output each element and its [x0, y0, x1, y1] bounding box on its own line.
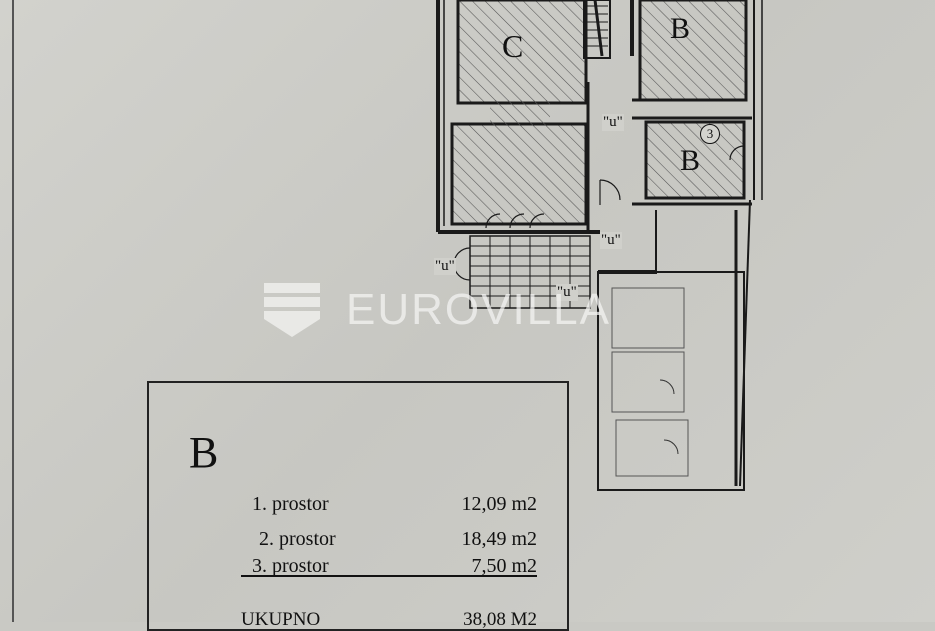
- room-c-label: C: [502, 28, 524, 64]
- room-c-upper: [456, 0, 588, 105]
- stairs-top: [583, 0, 611, 59]
- passage-label: "u": [600, 232, 622, 249]
- room-c-lower: [450, 122, 588, 226]
- legend-row-value: 7,50 m2: [471, 555, 537, 577]
- legend-total-label: UKUPNO: [241, 609, 321, 630]
- legend-row-label: 2. prostor: [259, 528, 336, 550]
- legend-total-value: 38,08 M2: [463, 609, 537, 630]
- room-c-link: [490, 100, 550, 126]
- room-number-badge: 3: [700, 124, 720, 144]
- room-b-right: [644, 120, 746, 200]
- room-b-right-label: B: [680, 144, 701, 177]
- legend-row-label: 3. prostor: [252, 555, 329, 577]
- legend-row-label: 1. prostor: [252, 493, 329, 515]
- legend-row-value: 12,09 m2: [461, 493, 537, 515]
- area-legend: B 1. prostor 12,09 m2 2. prostor 18,49 m…: [147, 381, 569, 631]
- watermark-text: EUROVILLA: [346, 285, 611, 334]
- eurovilla-logo-icon: [264, 283, 320, 337]
- sheet-margin-line: [12, 0, 14, 622]
- legend-row-value: 18,49 m2: [461, 528, 537, 550]
- room-b-top-label: B: [670, 12, 691, 45]
- room-b-top: [638, 0, 748, 102]
- passage-label: "u": [602, 114, 624, 131]
- legend-sum-line: [241, 575, 537, 577]
- annex-lower: [597, 271, 745, 491]
- passage-label: "u": [434, 258, 456, 275]
- passage-label: "u": [556, 284, 578, 301]
- legend-title: B: [189, 428, 219, 477]
- watermark: EUROVILLA: [262, 280, 611, 340]
